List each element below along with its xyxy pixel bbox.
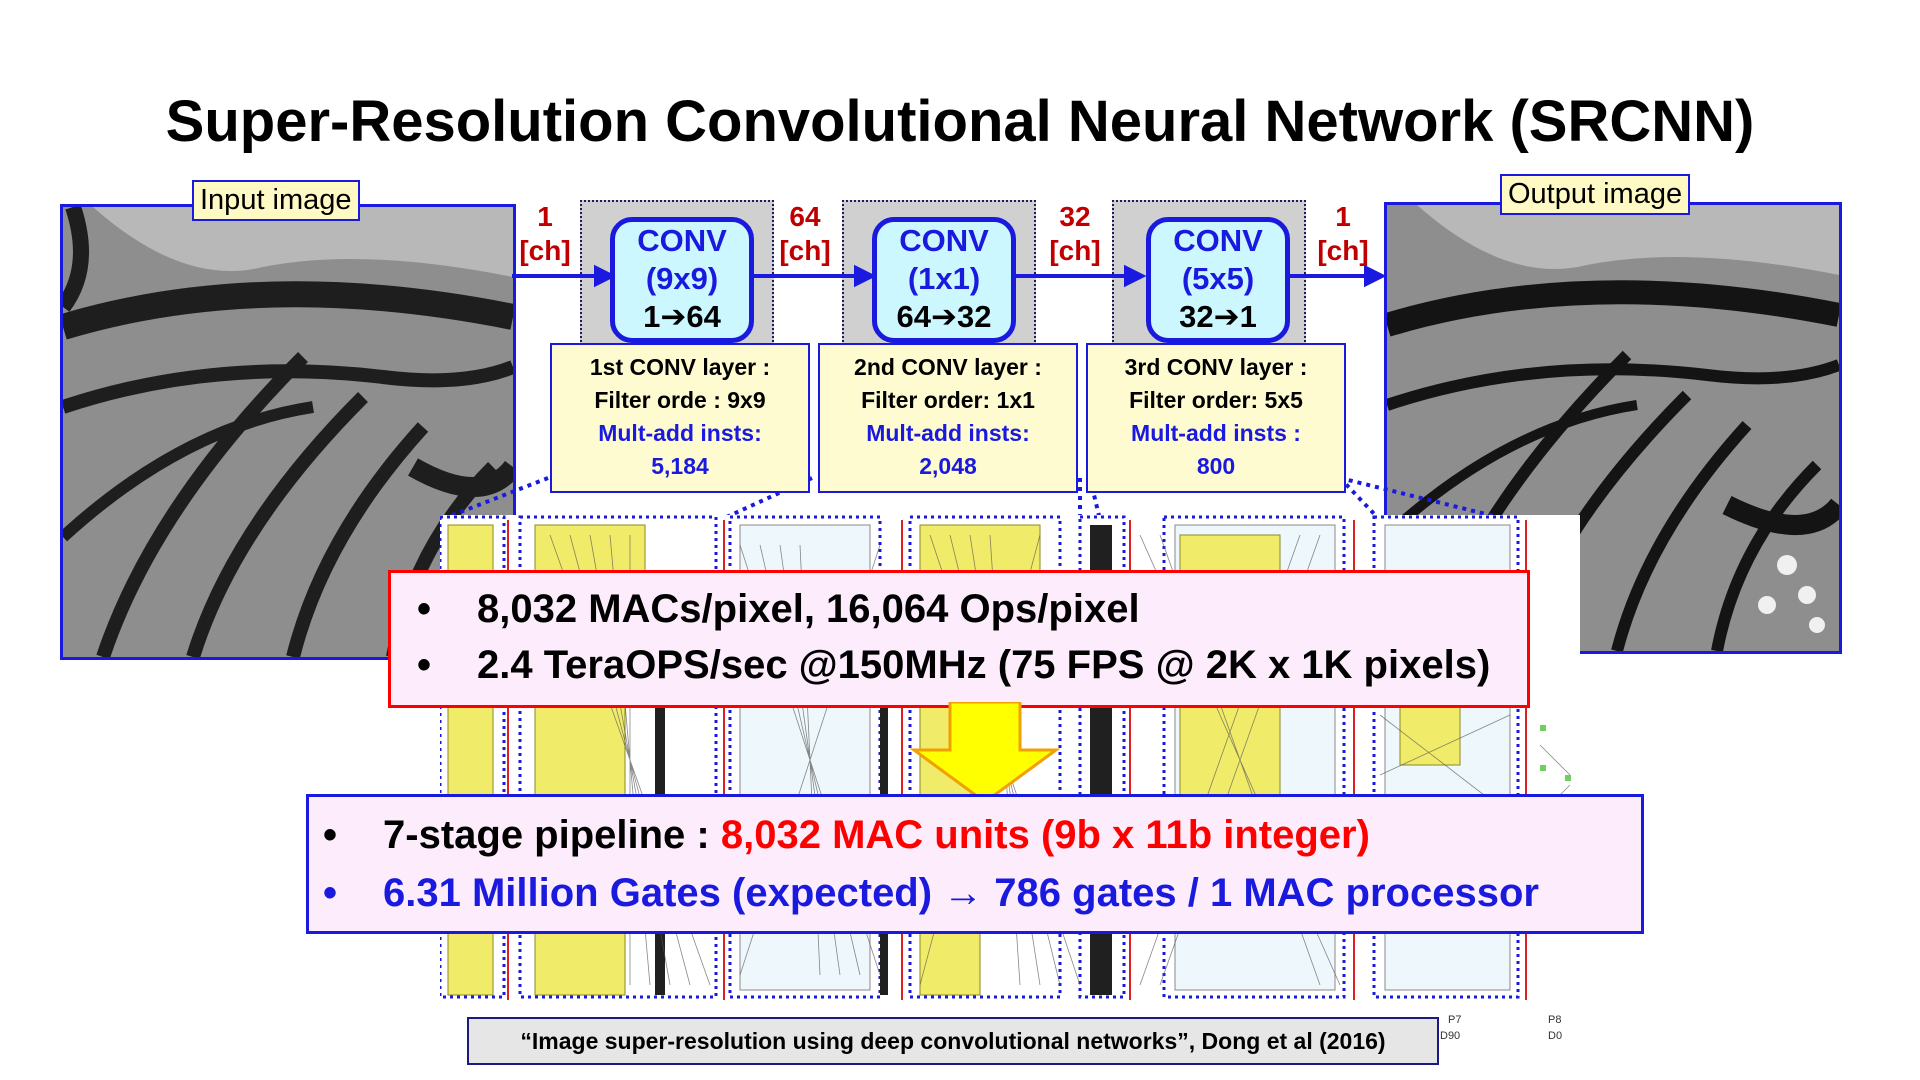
pipeline-box: •7-stage pipeline : 8,032 MAC units (9b … [306,794,1644,934]
channel-label-1: 1[ch] [519,201,571,266]
conv1-filter-order: Filter orde : 9x9 [594,387,766,413]
stats-box: •8,032 MACs/pixel, 16,064 Ops/pixel •2.4… [388,570,1530,708]
conv2-info-title: 2nd CONV layer : [854,354,1042,380]
input-image-label: Input image [192,180,360,221]
conv2-kernel: (1x1) [907,261,981,296]
conv1-multadd-label: Mult-add insts: [598,420,762,446]
output-image [1384,202,1842,654]
pipeline-line-2: •6.31 Million Gates (expected) → 786 gat… [323,871,1539,915]
conv2-name: CONV [899,223,989,258]
circuit-label-d90: D90 [1440,1030,1461,1042]
down-arrow-icon [910,702,1060,804]
mac-units-highlight: 8,032 MAC units (9b x 11b integer) [720,813,1370,857]
conv2-box: CONV (1x1) 64➔32 [872,217,1016,343]
channel-label-2: 64[ch] [779,201,831,266]
conv3-box: CONV (5x5) 32➔1 [1146,217,1290,343]
stats-line-2: •2.4 TeraOPS/sec @150MHz (75 FPS @ 2K x … [417,643,1491,687]
conv1-io: 1➔64 [643,299,721,334]
output-image-label: Output image [1500,174,1691,215]
conv1-kernel: (9x9) [645,261,719,296]
conv3-filter-order: Filter order: 5x5 [1129,387,1303,413]
conv2-filter-order: Filter order: 1x1 [861,387,1035,413]
stats-line-1: •8,032 MACs/pixel, 16,064 Ops/pixel [417,587,1140,631]
page-title: Super-Resolution Convolutional Neural Ne… [165,89,1755,154]
conv1-multadd-value: 5,184 [651,453,709,479]
circuit-label-d0: D0 [1548,1030,1563,1042]
circuit-label-p7: P7 [1448,1014,1462,1026]
channel-label-3: 32[ch] [1049,201,1101,266]
conv2-io: 64➔32 [896,299,992,334]
conv2-multadd-value: 2,048 [919,453,977,479]
butterfly-output-illustration [1387,205,1839,651]
conv3-name: CONV [1173,223,1263,258]
conv1-info-box: 1st CONV layer : Filter orde : 9x9 Mult-… [550,343,810,493]
conv1-info-title: 1st CONV layer : [589,354,771,380]
conv3-io: 32➔1 [1179,299,1257,334]
channel-label-4: 1[ch] [1317,201,1369,266]
citation: “Image super-resolution using deep convo… [467,1017,1439,1065]
conv3-multadd-value: 800 [1196,453,1236,479]
conv1-name: CONV [637,223,727,258]
pipeline-line-1: •7-stage pipeline : 8,032 MAC units (9b … [323,813,1370,857]
circuit-label-p8: P8 [1548,1014,1562,1026]
conv3-multadd-label: Mult-add insts : [1131,420,1301,446]
conv1-box: CONV (9x9) 1➔64 [610,217,754,343]
conv3-info-title: 3rd CONV layer : [1124,354,1308,380]
conv2-info-box: 2nd CONV layer : Filter order: 1x1 Mult-… [818,343,1078,493]
conv3-kernel: (5x5) [1181,261,1255,296]
conv2-multadd-label: Mult-add insts: [866,420,1030,446]
conv3-info-box: 3rd CONV layer : Filter order: 5x5 Mult-… [1086,343,1346,493]
